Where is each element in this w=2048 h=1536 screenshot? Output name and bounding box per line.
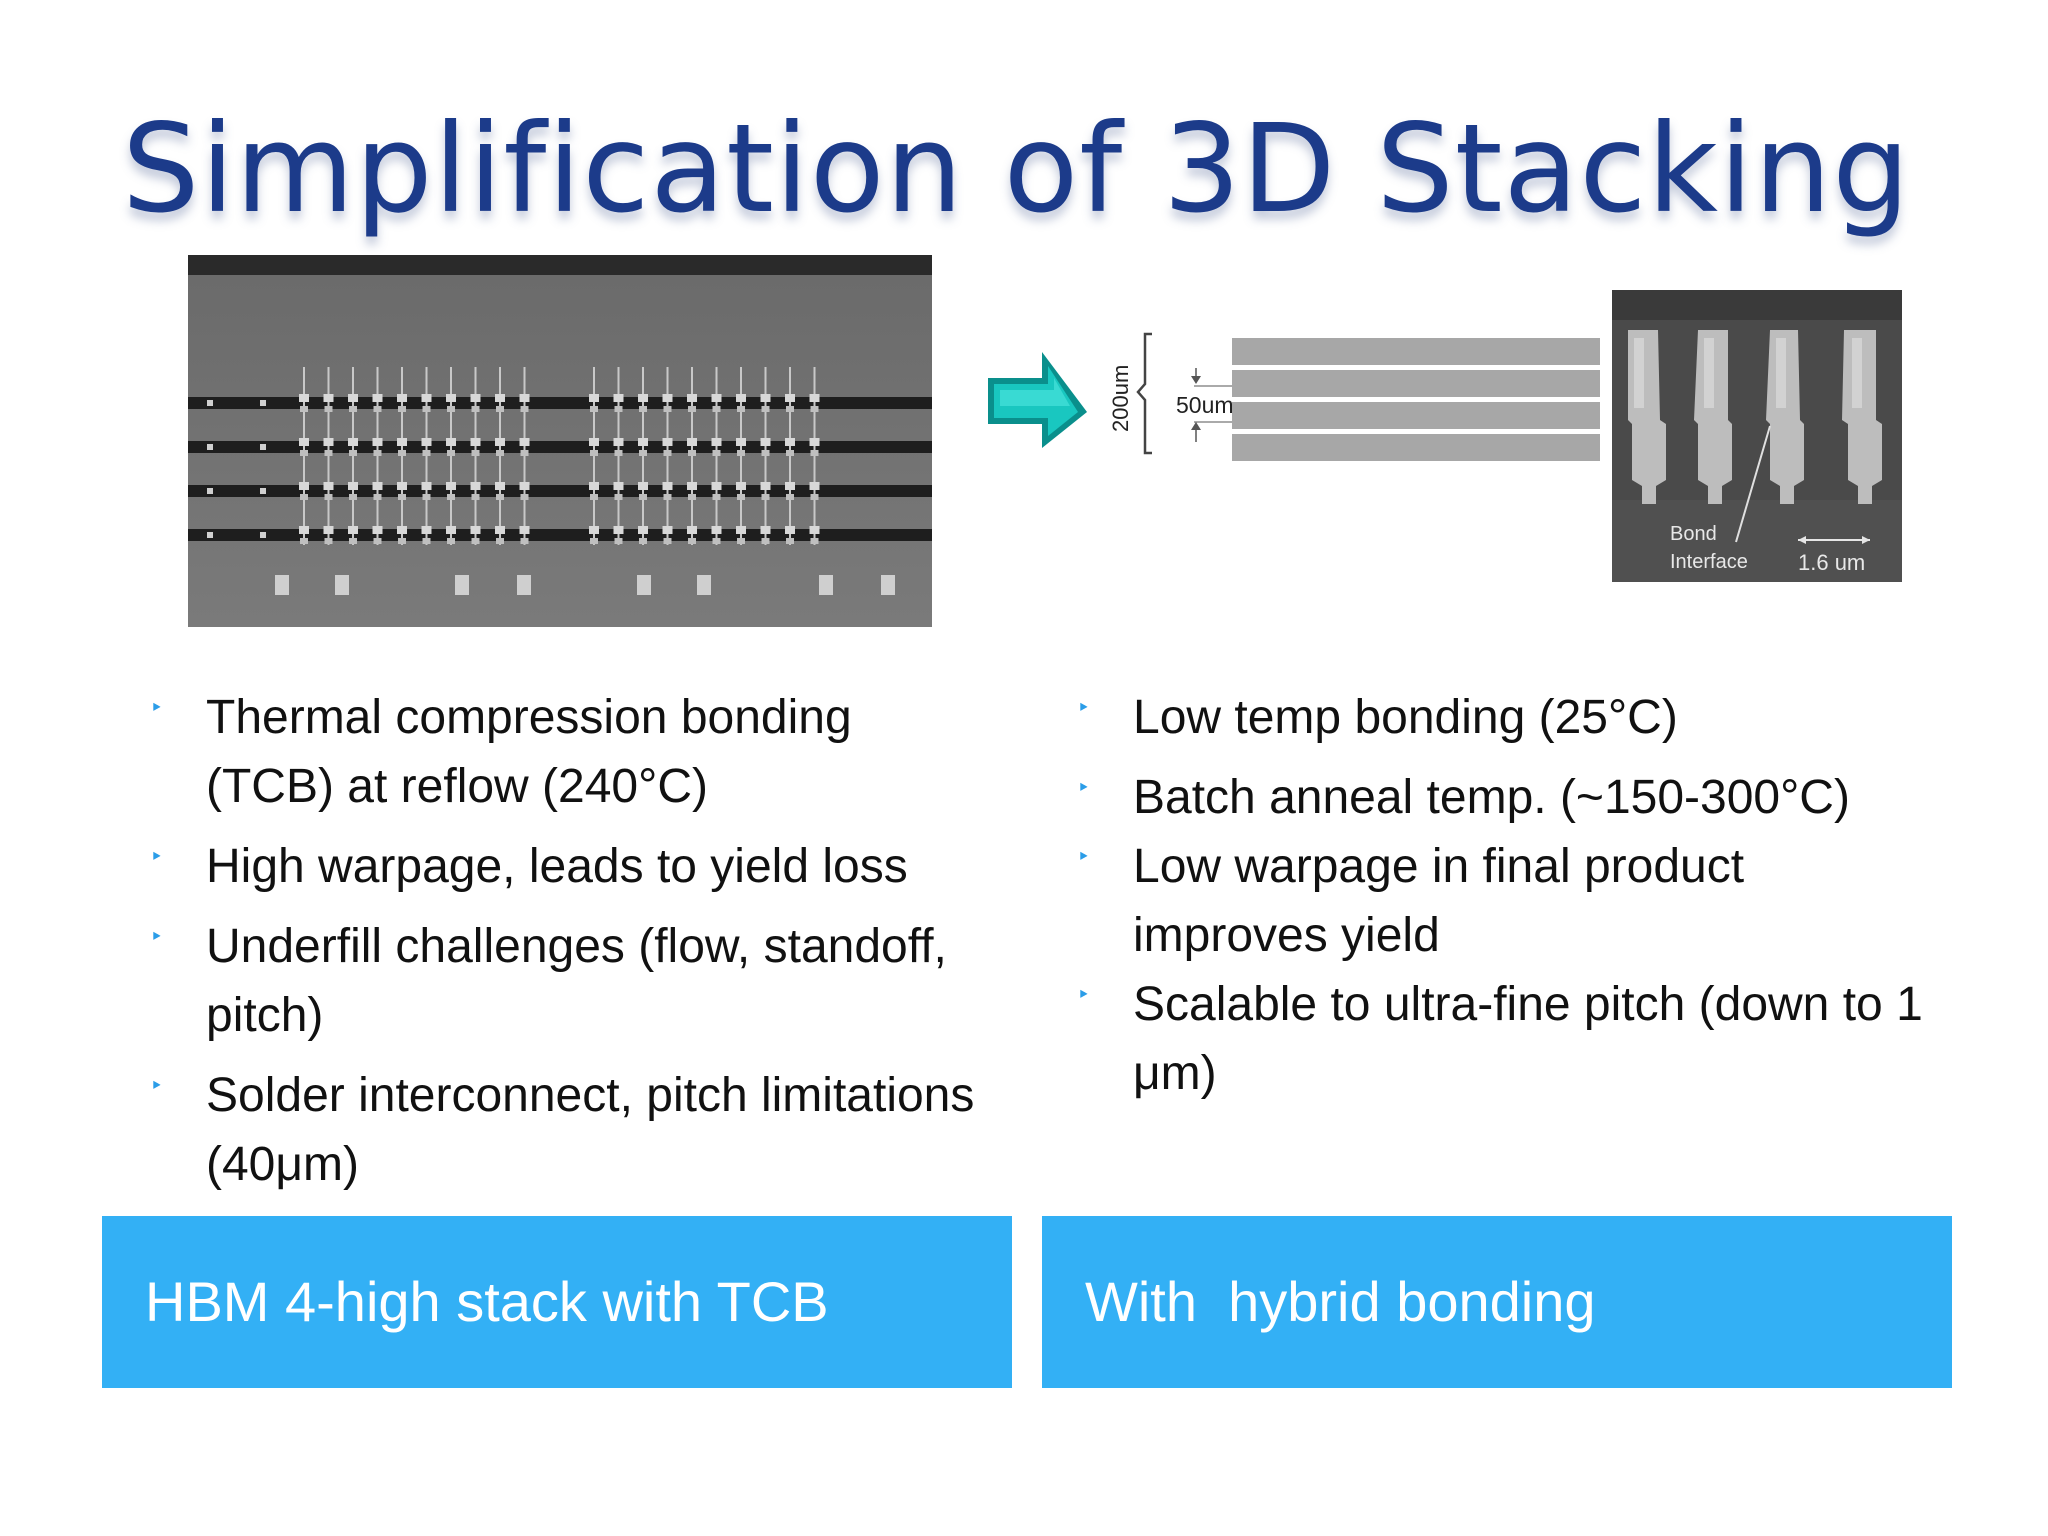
list-item: ‣ Underfill challenges (flow, standoff, … [148,912,988,1050]
sem-graphic: Bond Interface 1.6 um [1612,290,1902,582]
stacked-die-layers [1232,338,1600,461]
list-item: ‣ Batch anneal temp. (~150-300°C) [1075,763,1935,832]
hbm-cross-section-photo [188,255,932,627]
list-item-text: Batch anneal temp. (~150-300°C) [1133,771,1850,824]
bullet-arrow-icon: ‣ [150,1073,163,1098]
tcb-points-list: ‣ Thermal compression bonding (TCB) at r… [148,683,988,1210]
layer-label: 50um [1176,392,1234,418]
height-bracket [1136,332,1152,455]
bond-label-line1: Bond [1670,523,1717,545]
list-item: ‣ Solder interconnect, pitch limitations… [148,1061,988,1199]
list-item-text: Underfill challenges (flow, standoff, pi… [206,920,947,1042]
teal-right-arrow-icon [988,352,1087,448]
bullet-arrow-icon: ‣ [150,924,163,949]
slide-title: Simplification of 3D Stacking [122,98,1911,240]
list-item-text: High warpage, leads to yield loss [206,840,908,893]
hybrid-diagram-graphic: 200um 50um [988,332,1600,461]
list-item-text: Low temp bonding (25°C) [1133,691,1678,744]
list-item: ‣ Thermal compression bonding (TCB) at r… [148,683,988,821]
list-item-text: Low warpage in final product improves yi… [1133,840,1745,962]
caption-tcb: HBM 4-high stack with TCB [102,1216,1012,1388]
caption-hybrid: With hybrid bonding [1042,1216,1952,1388]
scale-label: 1.6 um [1798,550,1865,575]
list-item-text: Solder interconnect, pitch limitations (… [206,1069,975,1191]
bullet-arrow-icon: ‣ [1077,695,1090,720]
bullet-arrow-icon: ‣ [1077,844,1090,869]
bullet-arrow-icon: ‣ [150,695,163,720]
bond-label-line2: Interface [1670,551,1748,573]
bullet-arrow-icon: ‣ [1077,982,1090,1007]
bullet-arrow-icon: ‣ [150,844,163,869]
height-label: 200um [1108,365,1133,432]
list-item-text: Thermal compression bonding (TCB) at ref… [206,691,852,813]
list-item-text: Scalable to ultra-fine pitch (down to 1 … [1133,978,1923,1100]
bullet-arrow-icon: ‣ [1077,775,1090,800]
list-item: ‣ Low warpage in final product improves … [1075,832,1935,970]
hybrid-bonding-diagram: 200um 50um [980,320,1610,470]
list-item: ‣ Scalable to ultra-fine pitch (down to … [1075,970,1935,1108]
hybrid-points-list: ‣ Low temp bonding (25°C) ‣ Batch anneal… [1075,683,1935,1119]
list-item: ‣ High warpage, leads to yield loss [148,832,988,901]
layer-dimension-marker [1191,368,1232,442]
list-item: ‣ Low temp bonding (25°C) [1075,683,1935,752]
bond-interface-sem-photo: Bond Interface 1.6 um [1612,290,1902,582]
